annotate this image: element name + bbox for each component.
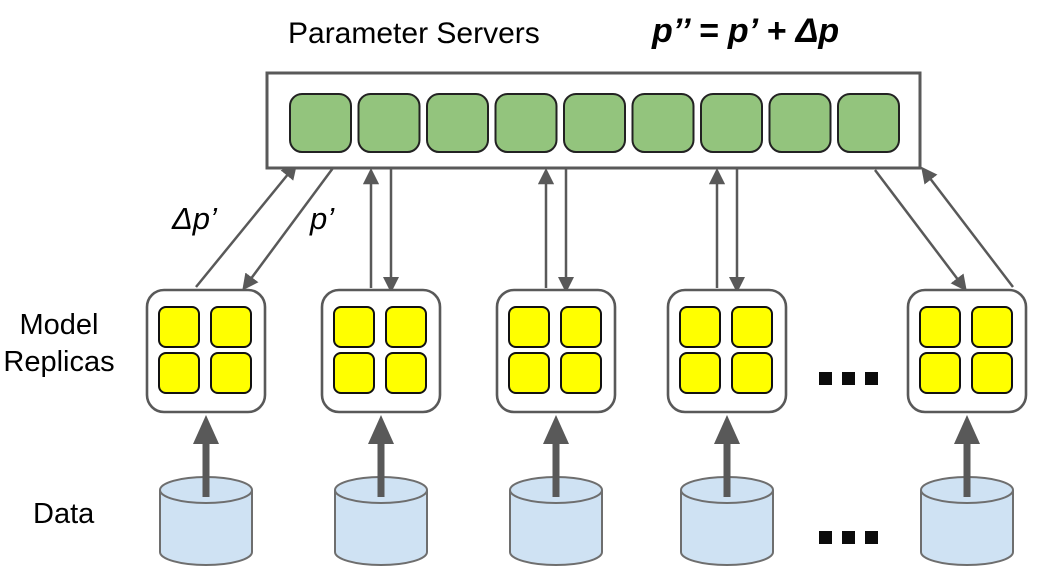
server-shard <box>563 93 626 153</box>
ellipsis-dot <box>865 372 878 385</box>
data-arrow-head <box>954 415 980 444</box>
server-shard <box>700 93 763 153</box>
params-down-label: p’ <box>310 201 335 236</box>
replica-chip <box>731 306 773 348</box>
replica-chip <box>158 352 200 394</box>
replica-chip <box>560 306 602 348</box>
replica-server-arrow <box>195 162 298 288</box>
ellipsis-dot <box>842 372 855 385</box>
update-formula-label: p’’ = p’ + Δp <box>652 12 840 50</box>
server-shard <box>837 93 900 153</box>
data-cylinders-group <box>159 476 1014 566</box>
replica-chip <box>679 306 721 348</box>
replica-chip <box>919 352 961 394</box>
replica-chip <box>508 352 550 394</box>
data-cylinder-body <box>920 490 1014 566</box>
parameter-servers-label: Parameter Servers <box>288 17 540 50</box>
data-arrow-head <box>368 415 394 444</box>
server-shard <box>494 93 558 153</box>
replica-chip <box>333 352 375 394</box>
replica-chip <box>919 306 961 348</box>
server-shard <box>426 93 489 153</box>
data-cylinder-body <box>334 490 428 566</box>
replica-chip <box>210 306 252 348</box>
replica-server-arrow <box>874 169 967 292</box>
data-arrow-head <box>543 415 569 444</box>
data-arrow-head <box>714 415 740 444</box>
ellipsis-dot <box>842 531 855 544</box>
replica-chip <box>731 352 773 394</box>
data-label: Data <box>33 498 95 530</box>
replica-server-arrow <box>242 167 335 291</box>
data-cylinder-body <box>680 490 774 566</box>
replica-chip <box>333 306 375 348</box>
ellipsis-group <box>819 372 878 544</box>
server-shard <box>768 93 832 153</box>
replica-server-connectors <box>195 162 1014 293</box>
data-arrows-group <box>193 415 980 497</box>
gradient-up-label: Δp’ <box>172 201 217 236</box>
replica-chip <box>210 352 252 394</box>
ellipsis-dot <box>865 531 878 544</box>
ellipsis-dot <box>819 531 832 544</box>
ellipsis-dot <box>819 372 832 385</box>
replica-chip <box>560 352 602 394</box>
replica-chip <box>158 306 200 348</box>
replica-chip <box>971 306 1013 348</box>
model-replicas-group <box>145 288 1028 414</box>
data-arrow-head <box>193 415 219 444</box>
replica-chip <box>385 352 427 394</box>
data-cylinder-body <box>509 490 603 566</box>
server-shard <box>631 93 695 153</box>
model-replicas-label: Model Replicas <box>3 309 115 378</box>
replica-server-arrow <box>921 166 1014 288</box>
replica-chip <box>508 306 550 348</box>
server-shard <box>289 93 352 153</box>
data-cylinder-body <box>159 490 253 566</box>
replica-chip <box>385 306 427 348</box>
replica-chip <box>679 352 721 394</box>
server-shards-group <box>289 93 900 153</box>
replica-chip <box>971 352 1013 394</box>
server-shard <box>357 93 421 153</box>
